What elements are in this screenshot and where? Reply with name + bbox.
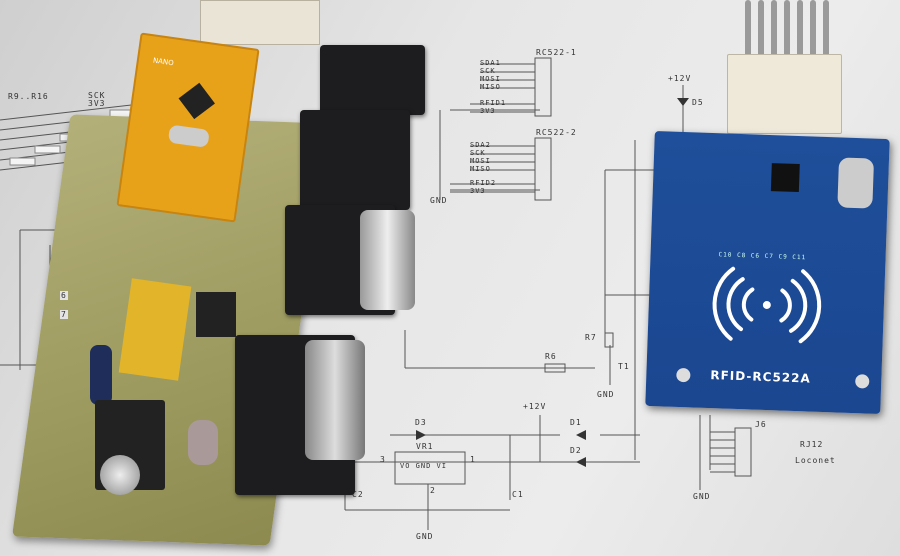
rc522-2-title: RC522-2 xyxy=(536,128,577,137)
capacitor xyxy=(90,345,112,405)
mount-hole xyxy=(855,374,870,389)
d3-label: D3 xyxy=(415,418,427,427)
crystal xyxy=(167,124,210,148)
d5-label: D5 xyxy=(692,98,704,107)
pin-label: SCK xyxy=(480,67,496,75)
rc522-2-pins: SDA2 SCK MOSI MISO RFID2 3V3 xyxy=(470,141,496,195)
r6-label: R6 xyxy=(545,352,557,361)
crystal xyxy=(837,157,875,209)
pin7-label: 7 xyxy=(60,310,68,319)
module-header-connector xyxy=(727,54,842,134)
gnd-label: GND xyxy=(430,196,448,205)
screw xyxy=(100,455,140,495)
loconet-label: Loconet xyxy=(795,456,836,465)
pin1-label: 1 xyxy=(470,455,476,464)
pin-label: 3V3 xyxy=(470,187,486,195)
vr1-label: VR1 xyxy=(416,442,434,451)
module-label: RFID-RC522A xyxy=(710,368,812,386)
pcb-header-connector xyxy=(200,0,320,45)
rfid-module: C10 C8 C6 C7 C9 C11 RFID-RC522A xyxy=(645,130,890,415)
pin-label: MISO xyxy=(470,165,491,173)
mcu-chip xyxy=(178,82,215,120)
pin-label: RFID2 xyxy=(470,179,497,187)
vr-pins-label: VO GND VI xyxy=(400,462,447,470)
pin-label: MOSI xyxy=(470,157,491,165)
d2-label: D2 xyxy=(570,446,582,455)
nano-label: NANO xyxy=(152,56,175,68)
rc522-1-title: RC522-1 xyxy=(536,48,577,57)
pin3-label: 3 xyxy=(380,455,386,464)
gnd-label: GND xyxy=(416,532,434,541)
12v-label: +12V xyxy=(523,402,547,411)
c1-label: C1 xyxy=(512,490,524,499)
dsub-shell-top xyxy=(360,210,415,310)
rc522-1-pins: SDA1 SCK MOSI MISO RFID1 3V3 xyxy=(480,59,506,115)
sck-label: SCK xyxy=(88,91,106,100)
pin-label: SCK xyxy=(470,149,486,157)
c2-label: C2 xyxy=(352,490,364,499)
pin6-label: 6 xyxy=(60,291,68,300)
t1-label: T1 xyxy=(618,362,630,371)
mount-hole xyxy=(676,367,691,383)
pin-label: SDA1 xyxy=(480,59,501,67)
ic-chip xyxy=(196,292,236,337)
12v-label: +12V xyxy=(668,74,692,83)
pin2-label: 2 xyxy=(430,486,436,495)
capacitor xyxy=(188,420,218,465)
caps-label: C10 C8 C6 C7 C9 C11 xyxy=(718,251,807,262)
pin-label: 3V3 xyxy=(480,107,496,115)
pin-label: RFID1 xyxy=(480,99,507,107)
rj12-socket-bottom xyxy=(300,110,410,210)
pin-label: MISO xyxy=(480,83,501,91)
pin-label: SDA2 xyxy=(470,141,491,149)
r7-label: R7 xyxy=(585,333,597,342)
rj12-socket-top xyxy=(320,45,425,115)
ribbon-wires xyxy=(740,0,830,60)
rj12-label: RJ12 xyxy=(800,440,824,449)
3v3-label: 3V3 xyxy=(88,99,106,108)
pin-label: MOSI xyxy=(480,75,501,83)
gnd-label: GND xyxy=(693,492,711,501)
j6-label: J6 xyxy=(755,420,767,429)
antenna-icon xyxy=(712,266,822,344)
resistor-range-label: R9..R16 xyxy=(8,92,49,101)
gnd-label: GND xyxy=(597,390,615,399)
d1-label: D1 xyxy=(570,418,582,427)
dsub-shell-bottom xyxy=(305,340,365,460)
arduino-nano: NANO xyxy=(116,32,260,223)
rfid-chip xyxy=(770,163,800,193)
